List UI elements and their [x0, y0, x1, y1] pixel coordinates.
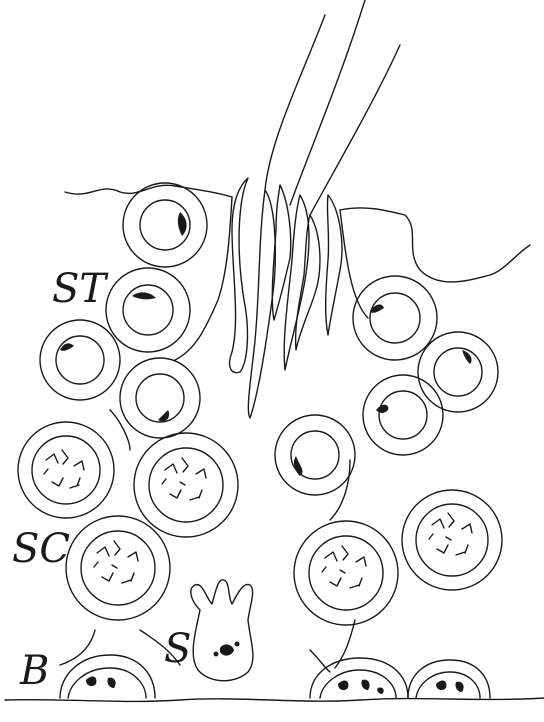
- spermatozoa-heads: [230, 178, 342, 418]
- spermatocyte: [294, 521, 398, 625]
- label-spermatocytes: SC: [12, 526, 70, 572]
- spermatocyte: [134, 433, 238, 537]
- basal-cells: [60, 655, 490, 698]
- sperm-tails: [265, 0, 400, 215]
- luminal-border-right: [340, 208, 530, 282]
- label-spermatids: ST: [52, 266, 109, 312]
- spermatid: [363, 375, 443, 455]
- spermatogonium: [310, 658, 408, 698]
- spermatocyte: [66, 516, 170, 620]
- spermatocyte: [18, 422, 114, 518]
- spermatogonium: [408, 660, 490, 698]
- basement-membrane: [5, 698, 544, 701]
- spermatid: [120, 358, 200, 438]
- spermatocyte-cells: [18, 422, 502, 625]
- label-sertoli: S: [164, 626, 191, 672]
- spermatid: [40, 320, 120, 400]
- sertoli-cell: [191, 580, 253, 681]
- spermatocyte: [402, 490, 502, 590]
- spermatid: [353, 276, 437, 360]
- spermatid: [275, 415, 355, 495]
- spermatid: [106, 268, 190, 352]
- spermatogonium: [60, 655, 155, 698]
- spermatid: [418, 332, 498, 412]
- spermatid: [123, 183, 207, 267]
- label-basal: B: [19, 648, 49, 694]
